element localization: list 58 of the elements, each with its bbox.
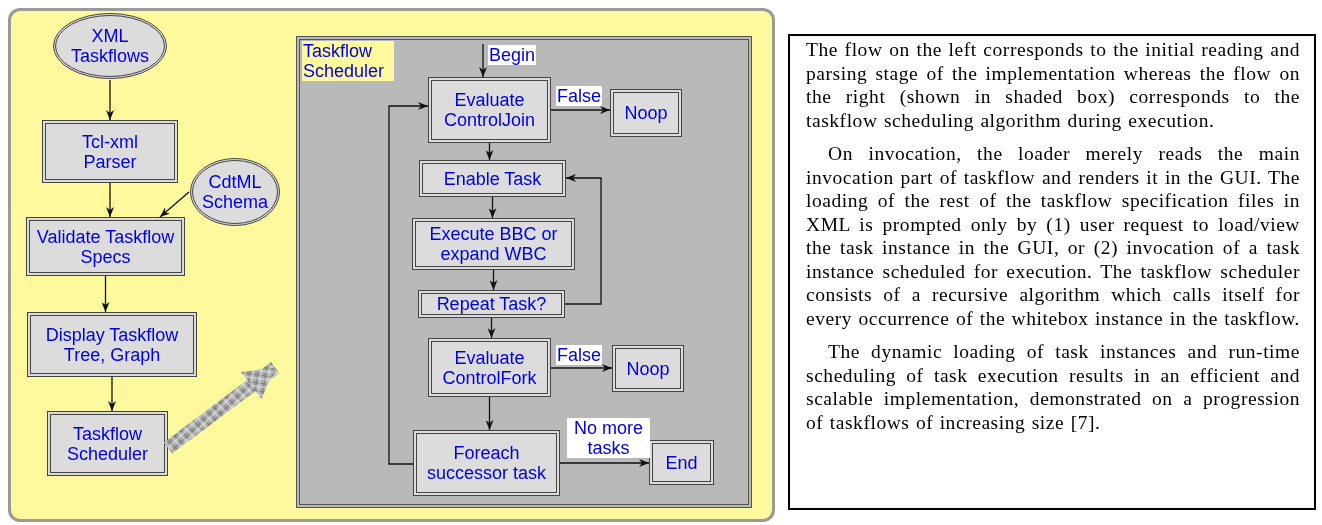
node-label: Tcl-xml Parser [81,131,139,172]
node-label: Repeat Task? [436,294,547,314]
arrow [159,191,190,218]
process-box [428,338,551,397]
edge-label: No more tasks [567,418,650,458]
process-box [612,345,684,392]
edge-label: False [556,86,602,106]
process-box [649,440,714,485]
arrow [559,459,650,467]
arrow [479,43,487,78]
arrow [550,106,611,114]
arrow [489,269,498,291]
text-box [788,34,1316,510]
process-box [26,217,185,276]
process-box [27,312,197,377]
process-box [419,160,566,197]
node-label: CdtML Schema [200,172,269,212]
node-label: Evaluate ControlFork [441,347,538,388]
arrow [106,79,114,121]
node-label: Noop [626,358,670,379]
arrow [101,275,110,313]
ellipse-node [52,12,168,80]
process-box [47,411,168,476]
process-box [418,290,565,318]
arrow [388,102,429,465]
node-label: Display Taskflow Tree, Graph [44,324,180,365]
arrow [550,364,613,372]
node-label: XML Taskflows [70,26,150,66]
edge-label: Begin [488,45,537,65]
process-box [42,120,178,183]
process-box [412,218,575,270]
arrow [485,142,494,161]
process-box [610,89,682,137]
arrow [488,196,497,219]
paragraph: The flow on the left corresponds to the initial reading and parsing stage of the implementation whereas the flow on the right (shown in shaded box) corresponds to the taskflow scheduling algorithm during execution. [806,38,1300,132]
node-label: Validate Taskflow Specs [35,226,176,267]
process-box [413,430,560,496]
process-box [428,77,551,143]
node-label: Enable Task [443,168,542,189]
node-label: Evaluate ControlJoin [442,90,536,130]
node-label: Taskflow Scheduler [65,423,150,464]
paragraph: The dynamic loading of task instances and run-time scheduling of task execution results in an efficient and scalable implementation, demonstrated on a progression of taskflows of increasing size [7]. [806,340,1300,434]
block-arrow [163,362,280,454]
node-label: End [665,452,698,473]
node-label: Noop [624,103,668,123]
arrow [485,396,494,431]
scheduler-panel [296,36,752,508]
arrow [106,182,114,218]
panel-heading: Taskflow Scheduler [302,41,394,81]
edge-label: False [556,345,602,365]
panel-background [8,8,775,522]
ellipse-node [189,157,281,227]
arrow [108,376,116,412]
node-label: Foreach successor task [425,443,547,483]
paragraph: On invocation, the loader merely reads the main invocation part of taskflow and renders it in the GUI. The loading of the rest of the taskflow specification files in XML is prompted only by (1) user request to load/view the task instance in the GUI, or (2) invocation of a task instance scheduled for execution. The taskflow scheduler consists of a recursive algorithm which calls itself for every occurrence of the whitebox instance in the taskflow. [806,142,1300,330]
node-label: Execute BBC or expand WBC [428,224,559,264]
arrow [564,174,602,305]
arrow [487,317,496,339]
